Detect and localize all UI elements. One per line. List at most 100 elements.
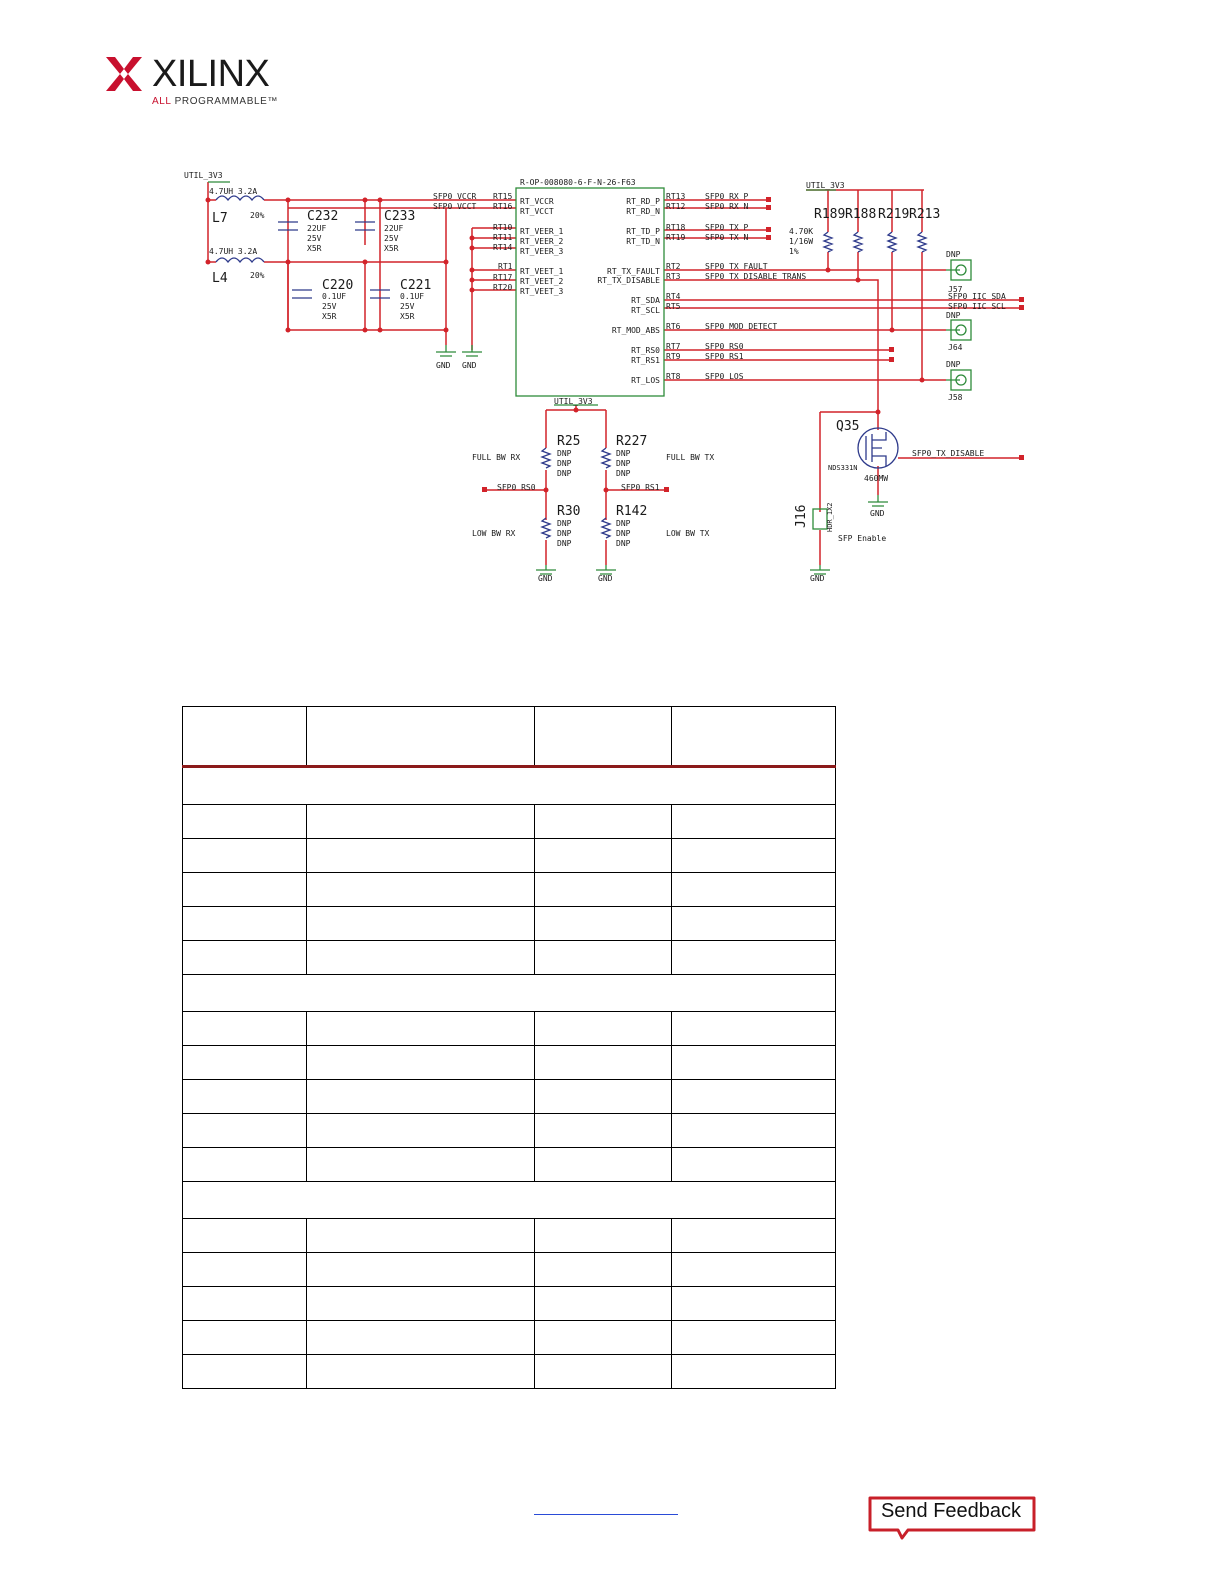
svg-text:RT18: RT18: [666, 223, 685, 232]
table-cell: [670, 1045, 837, 1080]
table-cell: [306, 1354, 536, 1389]
svg-text:C220: C220: [322, 278, 353, 293]
svg-text:SFP0 LOS: SFP0 LOS: [705, 372, 744, 381]
feedback-bubble-icon: [868, 1496, 1036, 1540]
svg-text:0.1UF: 0.1UF: [400, 292, 424, 301]
svg-text:SFP0 IIC SDA: SFP0 IIC SDA: [948, 292, 1006, 301]
svg-text:LOW BW RX: LOW BW RX: [472, 529, 516, 538]
svg-text:RT20: RT20: [493, 283, 512, 292]
svg-text:SFP0 IIC SCL: SFP0 IIC SCL: [948, 302, 1006, 311]
send-feedback-label: Send Feedback: [880, 1500, 1022, 1522]
svg-text:C232: C232: [307, 209, 338, 224]
table-cell: [534, 1011, 672, 1046]
svg-text:DNP: DNP: [946, 311, 961, 320]
svg-text:RT16: RT16: [493, 202, 512, 211]
table-cell: [670, 1113, 837, 1148]
table-row: [181, 1252, 837, 1287]
svg-text:RT7: RT7: [666, 342, 681, 351]
svg-text:R213: R213: [909, 207, 940, 222]
svg-text:SFP0 VCCR: SFP0 VCCR: [433, 192, 477, 201]
svg-text:L4: L4: [212, 271, 228, 286]
svg-text:FULL BW RX: FULL BW RX: [472, 453, 520, 462]
table-cell: [181, 1320, 308, 1355]
svg-text:RT_VEET_2: RT_VEET_2: [520, 277, 564, 286]
table-header-cell: [534, 706, 672, 768]
svg-text:X5R: X5R: [307, 244, 322, 253]
svg-text:LOW BW TX: LOW BW TX: [666, 529, 710, 538]
svg-text:C221: C221: [400, 278, 431, 293]
table-cell: [306, 940, 536, 975]
svg-text:DNP: DNP: [616, 469, 631, 478]
svg-text:SFP0 TX DISABLE TRANS: SFP0 TX DISABLE TRANS: [705, 272, 806, 281]
svg-text:RT5: RT5: [666, 302, 681, 311]
svg-text:1/16W: 1/16W: [789, 237, 813, 246]
svg-text:SFP0 RS0: SFP0 RS0: [705, 342, 744, 351]
svg-text:RT3: RT3: [666, 272, 681, 281]
svg-text:J64: J64: [948, 343, 963, 352]
table-group-row: [182, 1181, 836, 1219]
table-cell: [306, 1252, 536, 1287]
logo-wordmark: XILINX: [152, 53, 270, 95]
svg-text:SFP0 RS1: SFP0 RS1: [621, 483, 660, 492]
svg-text:RT15: RT15: [493, 192, 512, 201]
svg-text:DNP: DNP: [616, 459, 631, 468]
table-header-cell: [181, 706, 308, 768]
svg-text:RT_SDA: RT_SDA: [631, 296, 660, 305]
svg-text:RT2: RT2: [666, 262, 681, 271]
table-group-cell: [182, 974, 836, 1012]
svg-text:DNP: DNP: [616, 539, 631, 548]
svg-text:RT_VEER_2: RT_VEER_2: [520, 237, 564, 246]
svg-text:SFP0 VCCT: SFP0 VCCT: [433, 202, 477, 211]
table-cell: [181, 940, 308, 975]
table-cell: [670, 1011, 837, 1046]
svg-text:RT10: RT10: [493, 223, 512, 232]
logo-tagline: ALL PROGRAMMABLE™: [152, 96, 279, 107]
svg-text:460MW: 460MW: [864, 474, 888, 483]
svg-text:J16: J16: [794, 505, 809, 528]
svg-text:25V: 25V: [322, 302, 337, 311]
svg-text:DNP: DNP: [616, 449, 631, 458]
table-header-row: [181, 706, 837, 768]
svg-text:RT12: RT12: [666, 202, 685, 211]
table-cell: [181, 1045, 308, 1080]
table-row: [181, 872, 837, 907]
table-cell: [181, 1252, 308, 1287]
svg-text:RT_TX_DISABLE: RT_TX_DISABLE: [597, 276, 660, 285]
table-cell: [534, 804, 672, 839]
table-row: [181, 1113, 837, 1148]
svg-text:22UF: 22UF: [384, 224, 403, 233]
table-cell: [534, 1218, 672, 1253]
table-cell: [306, 872, 536, 907]
table-cell: [670, 1252, 837, 1287]
table-row: [181, 1218, 837, 1253]
svg-text:RT14: RT14: [493, 243, 512, 252]
table-row: [181, 1354, 837, 1389]
table-group-row: [182, 766, 836, 805]
table-cell: [670, 804, 837, 839]
send-feedback-button[interactable]: Send Feedback: [866, 1496, 1038, 1542]
table-cell: [534, 1252, 672, 1287]
svg-text:4.70K: 4.70K: [789, 227, 813, 236]
svg-text:RT_MOD_ABS: RT_MOD_ABS: [612, 326, 660, 335]
svg-text:SFP Enable: SFP Enable: [838, 534, 886, 543]
table-cell: [534, 906, 672, 941]
table-cell: [670, 906, 837, 941]
table-cell: [306, 1286, 536, 1321]
table-cell: [534, 1320, 672, 1355]
svg-text:R-OP-008080-6-F-N-26-F63: R-OP-008080-6-F-N-26-F63: [520, 178, 636, 187]
table-cell: [181, 1286, 308, 1321]
footer-link[interactable]: [534, 1514, 678, 1515]
svg-text:NDS331N: NDS331N: [828, 464, 858, 472]
table-cell: [670, 838, 837, 873]
table-cell: [181, 872, 308, 907]
svg-text:25V: 25V: [384, 234, 399, 243]
table-cell: [670, 1286, 837, 1321]
svg-text:RT_RS0: RT_RS0: [631, 346, 660, 355]
svg-text:DNP: DNP: [946, 250, 961, 259]
table-row: [181, 1147, 837, 1182]
svg-text:X5R: X5R: [322, 312, 337, 321]
svg-text:RT_TD_P: RT_TD_P: [626, 227, 660, 236]
svg-text:R25: R25: [557, 434, 580, 449]
table-cell: [306, 1113, 536, 1148]
svg-text:RT_VEER_3: RT_VEER_3: [520, 247, 564, 256]
